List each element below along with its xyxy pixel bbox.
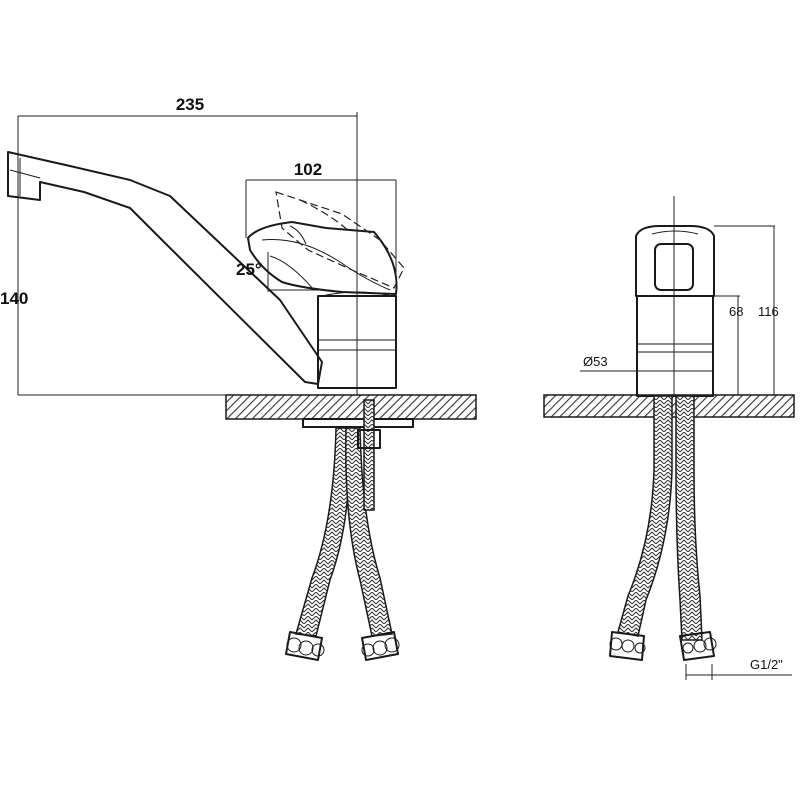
countertop-section — [225, 394, 477, 420]
side-body — [636, 295, 714, 397]
dimension-body-68: 68 — [729, 304, 743, 319]
dimension-thread-g12: G1/2" — [750, 657, 783, 672]
hose-nut-right — [361, 631, 400, 661]
spout — [7, 151, 323, 385]
side-handle — [635, 225, 715, 297]
dimension-diameter-53: Ø53 — [583, 354, 608, 369]
fixing-stud — [363, 399, 375, 511]
dimension-height-140: 140 — [0, 289, 28, 308]
side-view: 68 116 Ø53 G1/2" — [543, 196, 795, 680]
dimension-angle-25: 25° — [236, 260, 262, 279]
dimension-handle-102: 102 — [294, 160, 322, 179]
mounting-plate — [302, 418, 414, 428]
lever-handle — [247, 221, 398, 295]
side-hose-left — [617, 395, 673, 637]
front-view: 235 140 102 25° — [0, 95, 477, 661]
side-hose-right — [675, 395, 703, 641]
dimension-total-116: 116 — [758, 304, 779, 319]
side-hose-nut-right — [679, 631, 717, 661]
dimension-length-235: 235 — [176, 95, 204, 114]
hose-nut-left — [285, 631, 325, 661]
lever-handle-open-position — [275, 191, 405, 289]
side-hose-nut-left — [609, 631, 646, 661]
hose-left — [295, 427, 351, 637]
hose-right — [345, 427, 393, 637]
